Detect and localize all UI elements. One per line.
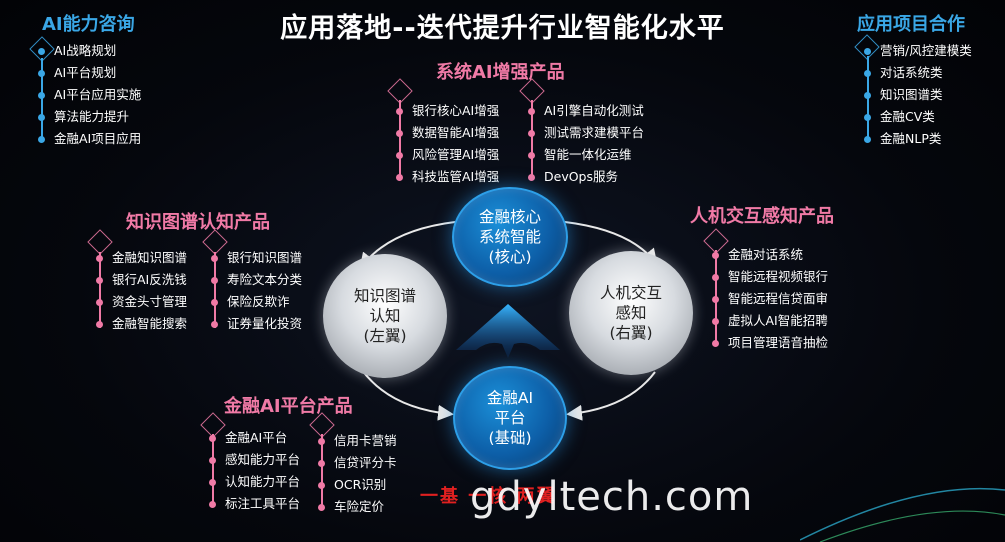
list-item: AI战略规划 (37, 40, 141, 62)
list-item: 金融NLP类 (864, 128, 972, 150)
list-item: 智能远程视频银行 (711, 266, 828, 288)
list-item: 项目管理语音抽检 (711, 332, 828, 354)
list-item: 科技监管AI增强 (395, 166, 499, 188)
right-circle-line: 人机交互 (599, 284, 662, 302)
list-item: OCR识别 (318, 474, 397, 496)
platform-title: 金融AI平台产品 (224, 396, 353, 417)
arc-left-to-base (361, 369, 454, 421)
base-circle-line: 平台 (494, 409, 526, 427)
list-item: 智能远程信贷面审 (711, 288, 828, 310)
list-item: 虚拟人AI智能招聘 (711, 310, 828, 332)
hci-title: 人机交互感知产品 (690, 206, 834, 227)
cooperation-list: 营销/风控建模类 对话系统类 知识图谱类 金融CV类 金融NLP类 (864, 40, 972, 150)
system-ai-line-left (399, 100, 401, 178)
platform-right-list: 信用卡营销 信贷评分卡 OCR识别 车险定价 (318, 430, 397, 518)
system-ai-right-list: AI引擎自动化测试 测试需求建模平台 智能一体化运维 DevOps服务 (527, 100, 644, 188)
knowledge-title: 知识图谱认知产品 (126, 212, 270, 233)
list-item: 测试需求建模平台 (527, 122, 644, 144)
left-circle-line: 认知 (369, 307, 401, 325)
base-circle-line: (基础) (488, 429, 532, 447)
list-item: 银行核心AI增强 (395, 100, 499, 122)
list-item: 金融智能搜索 (95, 313, 187, 335)
right-circle-line: 感知 (615, 304, 647, 322)
base-circle: 金融AI 平台 (基础) (453, 366, 567, 470)
list-item: 智能一体化运维 (527, 144, 644, 166)
left-wing-circle: 知识图谱 认知 (左翼) (323, 254, 447, 378)
list-item: 营销/风控建模类 (864, 40, 972, 62)
list-item: 认知能力平台 (208, 471, 300, 493)
list-item: 信贷评分卡 (318, 452, 397, 474)
knowledge-right-list: 银行知识图谱 寿险文本分类 保险反欺诈 证券量化投资 (210, 247, 302, 335)
list-item: 信用卡营销 (318, 430, 397, 452)
core-circle-line: 系统智能 (478, 228, 541, 246)
hci-list: 金融对话系统 智能远程视频银行 智能远程信贷面审 虚拟人AI智能招聘 项目管理语… (711, 244, 828, 354)
decorative-swoosh (800, 487, 1005, 542)
list-item: 感知能力平台 (208, 449, 300, 471)
list-item: 金融对话系统 (711, 244, 828, 266)
system-ai-title: 系统AI增强产品 (436, 62, 565, 83)
page-title: 应用落地--迭代提升行业智能化水平 (280, 13, 725, 44)
platform-left-list: 金融AI平台 感知能力平台 认知能力平台 标注工具平台 (208, 427, 300, 515)
system-ai-left-list: 银行核心AI增强 数据智能AI增强 风险管理AI增强 科技监管AI增强 (395, 100, 499, 188)
consulting-title: AI能力咨询 (42, 14, 135, 35)
list-item: 对话系统类 (864, 62, 972, 84)
list-item: 知识图谱类 (864, 84, 972, 106)
system-ai-line-right (531, 100, 533, 178)
platform-line-right (321, 434, 323, 506)
core-circle-line: 金融核心 (478, 208, 541, 226)
consulting-list: AI战略规划 AI平台规划 AI平台应用实施 算法能力提升 金融AI项目应用 (37, 40, 141, 150)
list-item: 资金头寸管理 (95, 291, 187, 313)
knowledge-line-left (99, 252, 101, 328)
knowledge-line-right (214, 252, 216, 328)
list-item: 数据智能AI增强 (395, 122, 499, 144)
cooperation-title: 应用项目合作 (857, 14, 965, 35)
base-circle-line: 金融AI (486, 389, 534, 407)
list-item: DevOps服务 (527, 166, 644, 188)
platform-line-left (212, 434, 214, 506)
list-item: AI平台应用实施 (37, 84, 141, 106)
list-item: 证券量化投资 (210, 313, 302, 335)
consulting-line (41, 58, 43, 142)
right-circle-line: (右翼) (609, 324, 653, 342)
list-item: 算法能力提升 (37, 106, 141, 128)
watermark: gdyltech.com (470, 474, 754, 520)
list-item: 保险反欺诈 (210, 291, 302, 313)
list-item: AI引擎自动化测试 (527, 100, 644, 122)
left-circle-line: (左翼) (363, 327, 407, 345)
list-item: 银行AI反洗钱 (95, 269, 187, 291)
list-item: 金融AI项目应用 (37, 128, 141, 150)
list-item: 银行知识图谱 (210, 247, 302, 269)
list-item: 车险定价 (318, 496, 397, 518)
list-item: AI平台规划 (37, 62, 141, 84)
bottom-banner: 一基 一核 两翼 (420, 486, 557, 507)
list-item: 风险管理AI增强 (395, 144, 499, 166)
list-item: 金融CV类 (864, 106, 972, 128)
up-arrow (456, 304, 560, 358)
arc-right-to-base (566, 371, 656, 421)
cooperation-line (867, 56, 869, 142)
knowledge-left-list: 金融知识图谱 银行AI反洗钱 资金头寸管理 金融智能搜索 (95, 247, 187, 335)
right-wing-circle: 人机交互 感知 (右翼) (569, 251, 693, 375)
list-item: 金融AI平台 (208, 427, 300, 449)
list-item: 金融知识图谱 (95, 247, 187, 269)
list-item: 寿险文本分类 (210, 269, 302, 291)
core-circle: 金融核心 系统智能 (核心) (452, 187, 568, 287)
core-circle-line: (核心) (488, 248, 532, 266)
left-circle-line: 知识图谱 (353, 287, 416, 305)
list-item: 标注工具平台 (208, 493, 300, 515)
